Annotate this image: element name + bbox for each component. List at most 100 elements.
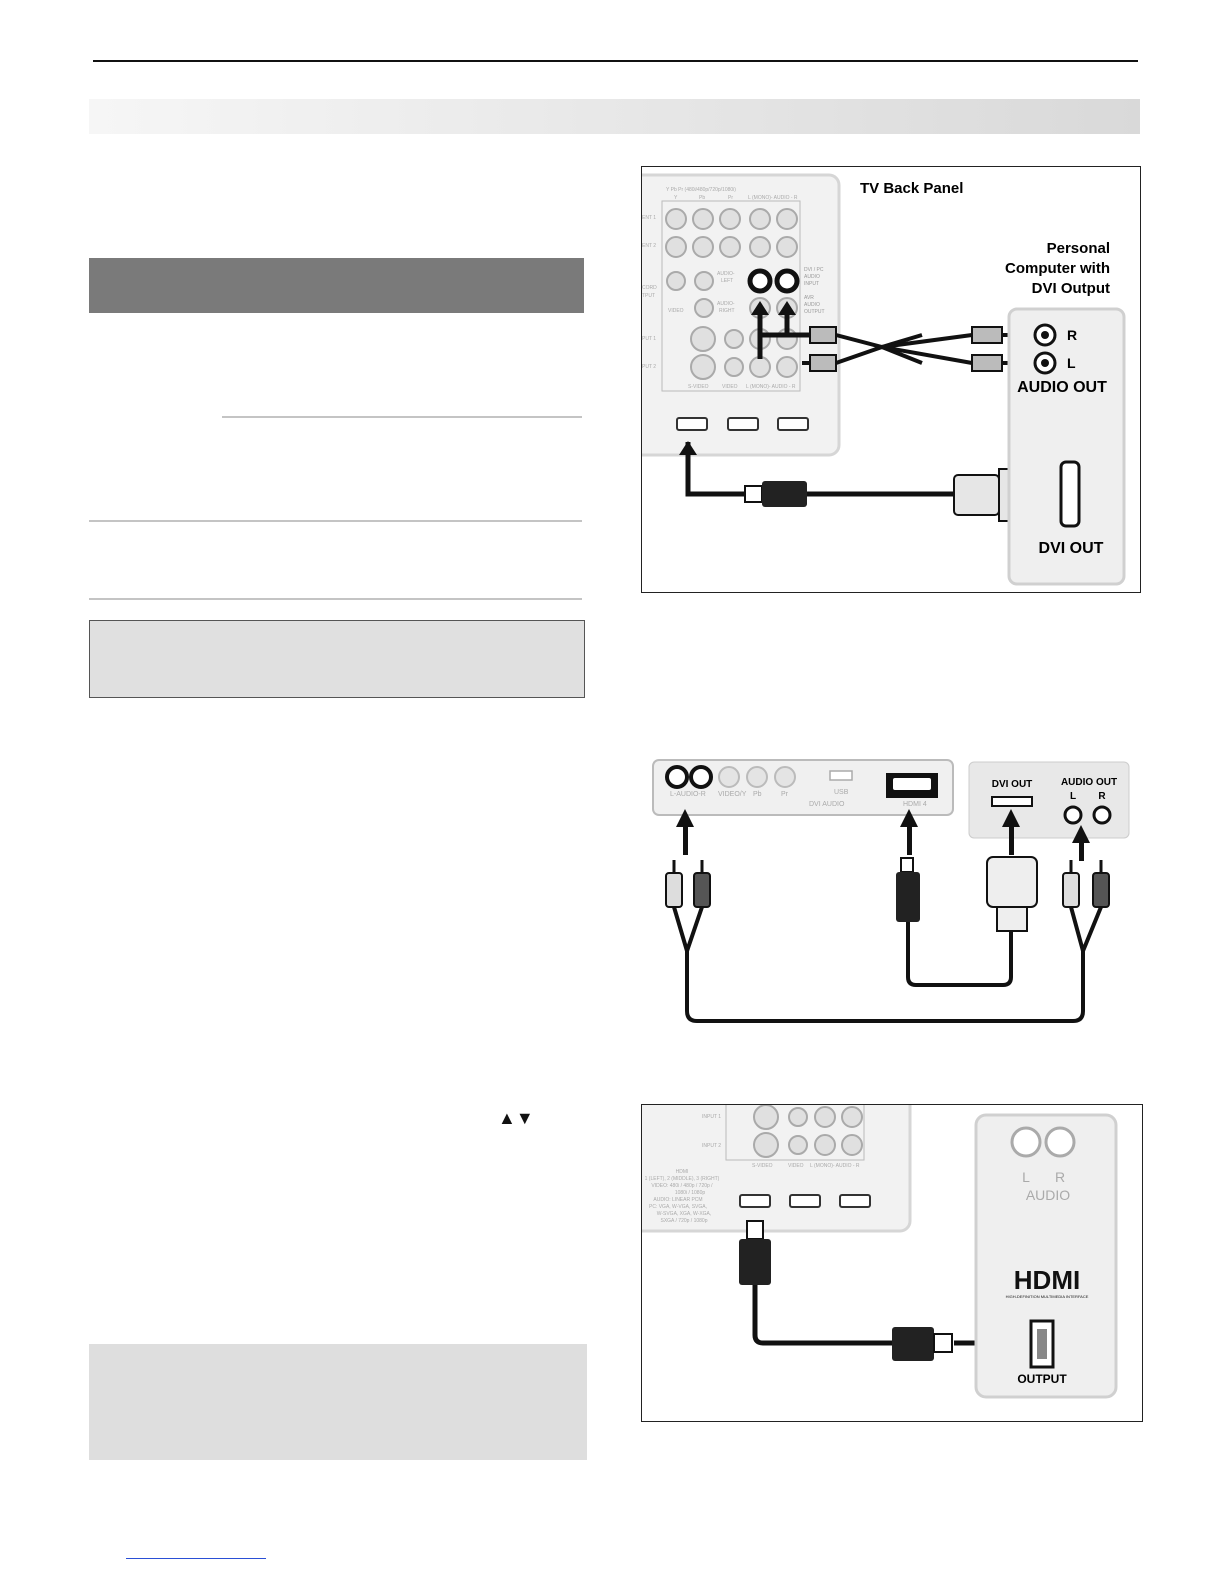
section-header-band (89, 99, 1140, 134)
hdmi-spec-4: 1080i / 1080p (675, 1190, 706, 1196)
subsection-header-bar (89, 258, 584, 313)
pc-label-line1: Personal (1047, 240, 1110, 257)
figure-dvi-pc-connection: Y Pb Pr (480i/480p/720p/1080i) Y Pb Pr L… (630, 166, 1141, 593)
row-output-label: TPUT (642, 293, 655, 299)
avr-label-2: AUDIO (804, 302, 820, 308)
hdmi-plug-tip-pc (933, 1333, 953, 1353)
rca-plugs-left (665, 860, 711, 908)
hdmi-dvi-cable (906, 922, 1013, 987)
audio-cols-label: L (MONO)- AUDIO - R (810, 1163, 860, 1169)
left-label: LEFT (721, 278, 733, 284)
hdmi-logo: HDMI (1014, 1265, 1080, 1295)
tv-back-panel-label: TV Back Panel (860, 180, 963, 197)
input2-label: INPUT 2 (702, 1143, 721, 1149)
rca-plugs-pc-side (881, 326, 1027, 372)
device-l-label: L (1022, 1169, 1030, 1185)
dvi-pc-audio-label-2: AUDIO (804, 274, 820, 280)
hdmi-spec-1: HDMI (676, 1169, 689, 1175)
dvi-audio-right-jack (774, 268, 800, 294)
note-box-bottom (89, 1344, 587, 1460)
hdmi-spec-2: 1 (LEFT), 2 (MIDDLE), 3 (RIGHT) (645, 1176, 720, 1182)
row-ent1-label: ENT 1 (642, 215, 656, 221)
col-pr-label: Pr (728, 195, 733, 201)
dvi-out-label: DVI OUT (992, 779, 1033, 790)
hdmi-plug-body (896, 872, 920, 922)
divider-1 (222, 416, 582, 418)
figure-1-diagram: Y Pb Pr (480i/480p/720p/1080i) Y Pb Pr L… (630, 173, 1126, 586)
col-pb-label: Pb (699, 195, 705, 201)
note-box (89, 620, 585, 698)
avr-label-3: OUTPUT (804, 309, 825, 315)
dvi-pc-audio-label-3: INPUT (804, 281, 819, 287)
usb-port (829, 770, 853, 781)
dvi-audio-label: DVI AUDIO (809, 801, 845, 808)
input1-label: INPUT 1 (702, 1114, 721, 1120)
footer-link-underline[interactable] (126, 1558, 266, 1559)
hdmi-arrowhead (679, 441, 697, 455)
figure-3-diagram: INPUT 1 INPUT 2 S-VIDEO VIDEO L (MONO)- … (630, 1093, 1118, 1399)
device-hdmi-output-slot (1037, 1329, 1047, 1359)
jack-video-y-label: VIDEO/Y (718, 791, 747, 798)
connection-arrows (676, 809, 1090, 861)
row-input1-label: PUT 1 (642, 336, 656, 342)
dvi-plug-body (986, 856, 1038, 908)
up-down-arrows-icon: ▲▼ (498, 1108, 534, 1128)
hdmi-plug-tip (744, 485, 763, 503)
pc-label-line3: DVI Output (1032, 280, 1110, 297)
svideo-label: S-VIDEO (752, 1163, 773, 1169)
dvi-audio-left-jack (747, 268, 773, 294)
source-device-panel (974, 1113, 1118, 1399)
pc-label-line2: Computer with (1005, 260, 1110, 277)
device-audio-r-jack (1044, 1126, 1076, 1158)
jack-pr-label: Pr (781, 791, 789, 798)
hdmi-spec-5: AUDIO: LINEAR PCM (653, 1197, 702, 1203)
hdmi-tagline: HIGH-DEFINITION MULTIMEDIA INTERFACE (1006, 1294, 1089, 1299)
col-audio-label: L (MONO)- AUDIO - R (748, 195, 798, 201)
dvi-pc-audio-label-1: DVI / PC (804, 267, 824, 273)
divider-3 (89, 598, 582, 600)
pc-dvi-port (1059, 460, 1081, 528)
pc-audio-r-jack (1092, 805, 1112, 825)
pc-dvi-port (991, 796, 1033, 807)
audio-out-label: AUDIO OUT (1017, 379, 1107, 396)
hdmi-ports (676, 417, 809, 431)
avr-label-1: AVR (804, 295, 814, 301)
figure-hdmi-connection: INPUT 1 INPUT 2 S-VIDEO VIDEO L (MONO)- … (630, 1093, 1143, 1422)
device-audio-l-jack (1010, 1126, 1042, 1158)
bottom-audio-label: L (MONO)- AUDIO - R (746, 384, 796, 390)
usb-label: USB (834, 789, 849, 796)
bottom-svideo-label: S-VIDEO (688, 384, 709, 390)
hdmi-cable (752, 1285, 892, 1346)
hdmi-plug-tip (900, 857, 914, 873)
hdmi-spec-7: W-SVGA, XGA, W-XGA, (657, 1211, 712, 1217)
hdmi-plug-body-pc (892, 1327, 934, 1361)
r-audio-jack (689, 765, 713, 789)
pc-rear-box (1007, 307, 1126, 586)
dvi-plug-body (953, 474, 1000, 516)
hdmi-spec-3: VIDEO: 480i / 480p / 720p / (651, 1183, 713, 1189)
pc-audio-l-jack (1063, 805, 1083, 825)
audio-out-label: AUDIO OUT (1061, 777, 1117, 788)
right-label: RIGHT (719, 308, 735, 314)
col-y-label: Y (674, 195, 678, 201)
row-record-label: CORD (642, 285, 657, 291)
audio-left-label: AUDIO- (717, 271, 735, 277)
rca-plugs-right (1062, 860, 1110, 908)
video-label: VIDEO (668, 308, 684, 314)
hdmi-plug-tip-tv (746, 1220, 764, 1240)
hdmi-spec-8: SXGA / 720p / 1080p (661, 1218, 708, 1224)
figure-2-diagram: L-AUDIO-R VIDEO/Y Pb Pr USB DVI AUDIO HD… (652, 759, 1130, 1023)
video-label: VIDEO (788, 1163, 804, 1169)
dvi-plug-neck (996, 906, 1028, 932)
audio-r-label: R (1098, 791, 1106, 802)
hdmi-plug-body-tv (739, 1239, 771, 1285)
audio-cable (672, 906, 1103, 1023)
l-audio-jack (665, 765, 689, 789)
bottom-video-label: VIDEO (722, 384, 738, 390)
audio-arrowheads (751, 301, 796, 315)
hdmi-arrow-line (685, 442, 747, 497)
device-r-label: R (1055, 1169, 1065, 1185)
divider-2 (89, 520, 582, 522)
hdmi4-port (893, 778, 931, 790)
hdmi4-label: HDMI 4 (903, 801, 927, 808)
